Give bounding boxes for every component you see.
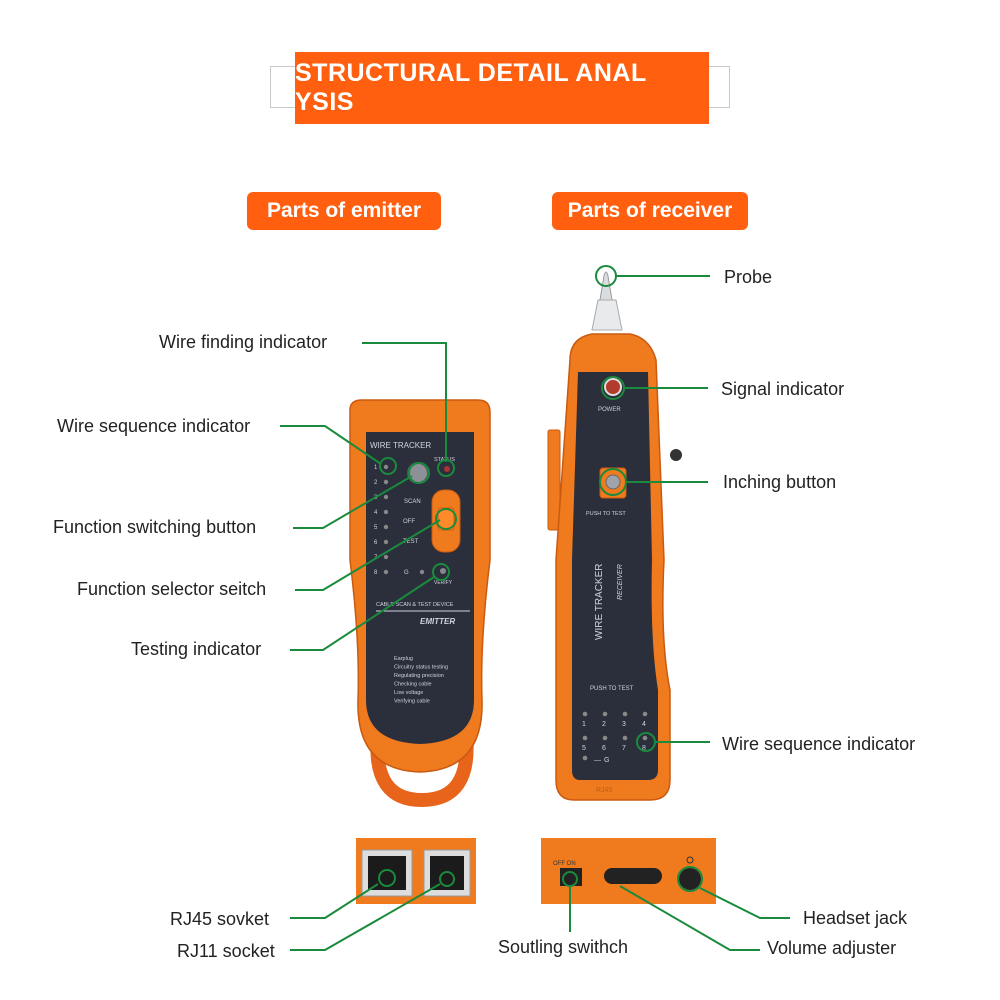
svg-text:2: 2 bbox=[374, 480, 378, 486]
label-volume-adjuster: Volume adjuster bbox=[767, 938, 897, 958]
label-receiver-wire-sequence-indicator: Wire sequence indicator bbox=[722, 734, 916, 754]
svg-text:3: 3 bbox=[622, 721, 626, 728]
emitter-section-title: Parts of emitter bbox=[247, 192, 441, 230]
svg-text:CABLE SCAN & TEST DEVICE: CABLE SCAN & TEST DEVICE bbox=[376, 602, 454, 608]
emitter-feature-text: Circuitry status testing bbox=[394, 665, 448, 671]
svg-text:8: 8 bbox=[374, 570, 378, 576]
svg-text:6: 6 bbox=[374, 540, 378, 546]
svg-text:OFF: OFF bbox=[403, 519, 415, 525]
svg-text:5: 5 bbox=[582, 745, 586, 752]
emitter-feature-text: Earplug bbox=[394, 656, 413, 662]
label-headset-jack: Headset jack bbox=[803, 908, 908, 928]
receiver-side-detail: OFF ON bbox=[541, 838, 716, 904]
label-emitter-wire-sequence-indicator: Wire sequence indicator bbox=[57, 416, 251, 436]
svg-text:2: 2 bbox=[602, 721, 606, 728]
svg-text:RECEIVER: RECEIVER bbox=[617, 564, 624, 600]
svg-text:6: 6 bbox=[602, 745, 606, 752]
label-inching-button: Inching button bbox=[723, 472, 837, 492]
label-wire-finding-indicator: Wire finding indicator bbox=[159, 332, 328, 352]
emitter-feature-text: Regulating precision bbox=[394, 673, 444, 679]
svg-text:4: 4 bbox=[642, 721, 646, 728]
label-rj11-socket: RJ11 socket bbox=[177, 941, 275, 961]
svg-text:PUSH TO TEST: PUSH TO TEST bbox=[586, 511, 626, 517]
emitter-brand: WIRE TRACKER bbox=[370, 441, 431, 450]
svg-text:TEST: TEST bbox=[403, 539, 419, 545]
label-rj45-socket: RJ45 sovket bbox=[170, 909, 270, 929]
receiver-device: POWER PUSH TO TEST WIRE TRACKER RECEIVER… bbox=[547, 271, 682, 801]
label-signal-indicator: Signal indicator bbox=[721, 379, 845, 399]
svg-text:VERIFY: VERIFY bbox=[434, 580, 453, 586]
svg-text:EMITTER: EMITTER bbox=[420, 617, 455, 626]
svg-text:PUSH TO TEST: PUSH TO TEST bbox=[590, 686, 634, 692]
emitter-device: WIRE TRACKER STATUS SCAN OFF TEST 123 45… bbox=[349, 399, 491, 808]
svg-text:4: 4 bbox=[374, 510, 378, 516]
label-soutling-switch: Soutling swithch bbox=[498, 937, 629, 957]
label-function-selector-switch: Function selector seitch bbox=[77, 579, 267, 599]
svg-text:—: — bbox=[594, 757, 601, 764]
svg-text:RJ45: RJ45 bbox=[596, 787, 612, 794]
svg-text:OFF ON: OFF ON bbox=[553, 861, 576, 867]
emitter-ports-detail bbox=[356, 838, 476, 904]
svg-text:8: 8 bbox=[642, 745, 646, 752]
svg-text:POWER: POWER bbox=[598, 407, 621, 413]
receiver-section-title: Parts of receiver bbox=[552, 192, 748, 230]
svg-text:G: G bbox=[404, 570, 409, 576]
svg-text:5: 5 bbox=[374, 525, 378, 531]
svg-text:WIRE TRACKER: WIRE TRACKER bbox=[594, 564, 605, 641]
emitter-feature-text: Verifying cable bbox=[394, 699, 430, 705]
svg-text:7: 7 bbox=[622, 745, 626, 752]
svg-text:G: G bbox=[604, 757, 609, 764]
label-probe: Probe bbox=[724, 267, 773, 287]
label-function-switching-button: Function switching button bbox=[53, 517, 257, 537]
callout-lines bbox=[280, 265, 790, 951]
label-testing-indicator: Testing indicator bbox=[131, 639, 262, 659]
emitter-feature-text: Low voltage bbox=[394, 690, 423, 696]
svg-text:SCAN: SCAN bbox=[404, 499, 421, 505]
svg-text:1: 1 bbox=[582, 721, 586, 728]
emitter-feature-text: Checking cable bbox=[394, 682, 432, 688]
svg-text:1: 1 bbox=[374, 465, 378, 471]
page-title: STRUCTURAL DETAIL ANAL YSIS bbox=[295, 52, 709, 124]
